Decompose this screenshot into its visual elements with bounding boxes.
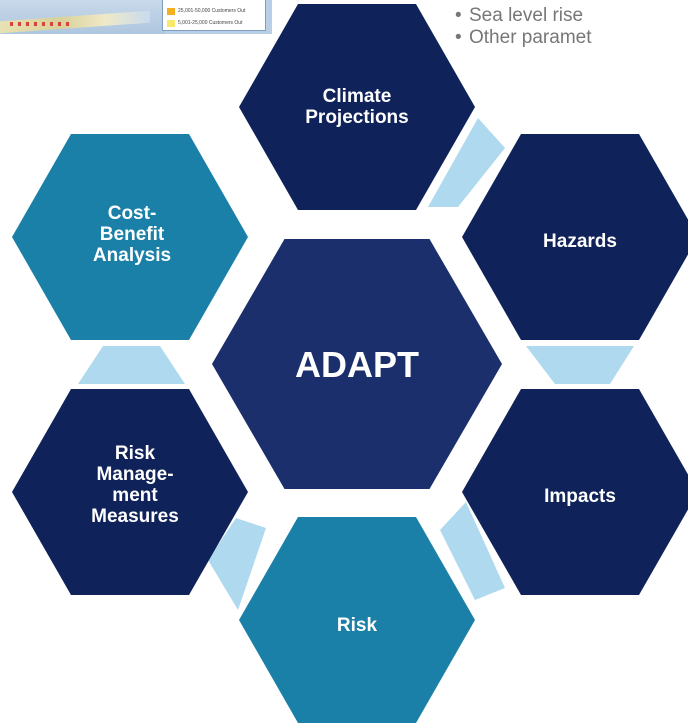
- hex-label: ADAPT: [295, 344, 419, 385]
- bullet-text: Other paramet: [469, 27, 592, 48]
- connector-arrow: [440, 502, 505, 600]
- hex-label: Measures: [91, 506, 179, 527]
- hex-shape: [212, 239, 502, 489]
- hex-center-adapt: ADAPT: [212, 239, 502, 489]
- map-legend: 25,001-50,000 Customers Out 5,001-25,000…: [162, 0, 266, 31]
- legend-item: 25,001-50,000 Customers Out: [167, 6, 245, 16]
- bullet-marker: •: [455, 27, 462, 48]
- connector-arrow: [428, 118, 505, 207]
- legend-label: 5,001-25,000 Customers Out: [178, 20, 243, 26]
- hex-label: ment: [112, 485, 158, 506]
- map-outage-markers: [10, 22, 70, 26]
- hex-label: Manage-: [96, 464, 173, 485]
- hex-label: Cost-: [108, 203, 157, 224]
- hex-risk: Risk: [239, 517, 475, 723]
- legend-swatch: [167, 7, 175, 15]
- connector-arrow: [208, 518, 266, 610]
- hex-label: Projections: [305, 107, 408, 128]
- hex-shape: [239, 517, 475, 723]
- hex-shape: [462, 389, 688, 595]
- hex-label: Benefit: [100, 224, 165, 245]
- hex-label: Analysis: [93, 245, 171, 266]
- hex-impacts: Impacts: [462, 389, 688, 595]
- bullet-marker: •: [455, 5, 462, 26]
- hex-label: Risk: [115, 443, 156, 464]
- bullet-item: • Other paramet: [455, 27, 592, 49]
- legend-item: 5,001-25,000 Customers Out: [167, 18, 242, 28]
- bullet-item: • Sea level rise: [455, 5, 592, 27]
- hex-label: Impacts: [544, 486, 616, 507]
- parameter-bullet-list: • Sea level rise • Other paramet: [455, 5, 592, 49]
- hex-shape: [12, 134, 248, 340]
- hex-shape: [462, 134, 688, 340]
- connector-arrow: [526, 346, 634, 384]
- hex-label: Climate: [323, 86, 392, 107]
- hex-label: Hazards: [543, 231, 617, 252]
- legend-swatch: [167, 19, 175, 27]
- hex-label: Risk: [337, 615, 378, 636]
- hex-shape: [239, 4, 475, 210]
- legend-label: 25,001-50,000 Customers Out: [178, 8, 246, 14]
- map-thumbnail: 25,001-50,000 Customers Out 5,001-25,000…: [0, 0, 272, 34]
- connector-group: [78, 118, 634, 610]
- hexagon-group: ClimateProjectionsHazardsImpactsRiskRisk…: [12, 4, 688, 723]
- hex-hazards: Hazards: [462, 134, 688, 340]
- connector-arrow: [78, 346, 185, 384]
- bullet-text: Sea level rise: [469, 5, 584, 26]
- hex-shape: [12, 389, 248, 595]
